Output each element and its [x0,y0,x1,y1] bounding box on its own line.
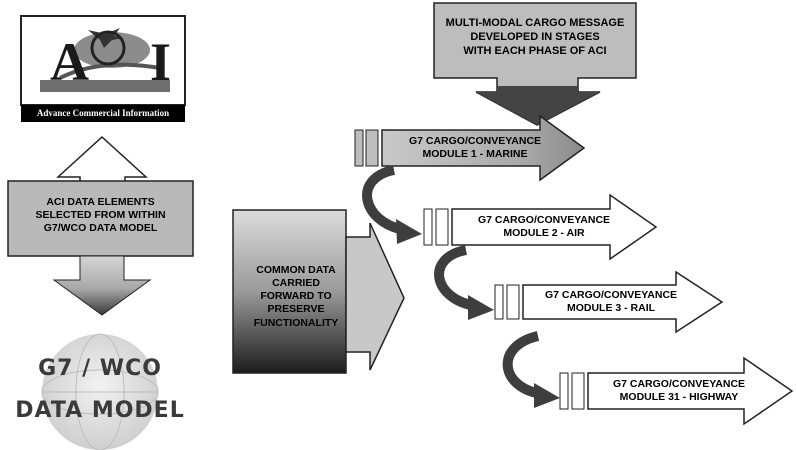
logo-swoosh [59,62,161,80]
module-name: MODULE 3 - RAIL [566,302,656,315]
down-arrow-to-model [52,255,152,316]
message-arrow-dark-tip [476,86,600,125]
module-marine-label: G7 CARGO/CONVEYANCE MODULE 1 - MARINE [384,135,566,161]
module-title: G7 CARGO/CONVEYANCE [544,289,678,301]
module-title: G7 CARGO/CONVEYANCE [477,214,611,226]
logo-letter-i: I [150,32,171,92]
module-rail-label: G7 CARGO/CONVEYANCE MODULE 3 - RAIL [524,289,698,315]
module-name: MODULE 31 - HIGHWAY [619,391,739,404]
message-line: MULTI-MODAL CARGO MESSAGE [445,17,625,29]
message-box-text: MULTI-MODAL CARGO MESSAGE DEVELOPED IN S… [434,17,636,58]
common-line: FUNCTIONALITY [253,316,339,329]
aci-line: G7/WCO DATA MODEL [43,222,158,235]
common-line: FORWARD TO [260,290,332,303]
common-line: PRESERVE [267,303,325,316]
common-line: CARRIED [272,277,320,290]
common-data-arrow [232,209,405,374]
module-marine-arrow [354,114,586,182]
module-name: MODULE 2 - AIR [503,227,585,240]
aci-logo: A I [20,15,186,106]
message-line: WITH EACH PHASE OF ACI [463,44,607,57]
module-rail-arrow [494,270,724,334]
logo-c-ring [90,30,126,66]
message-line: DEVELOPED IN STAGES [470,30,600,43]
aci-box-text: ACI DATA ELEMENTS SELECTED FROM WITHIN G… [8,196,193,235]
curve-arrow-marine-to-air [362,165,422,244]
module-title: G7 CARGO/CONVEYANCE [408,135,542,147]
module-highway-arrow [559,356,794,426]
logo-caption: Advance Commercial Information [21,105,185,122]
curve-arrow-air-to-rail [434,245,494,320]
module-air-label: G7 CARGO/CONVEYANCE MODULE 2 - AIR [454,214,634,240]
module-name: MODULE 1 - MARINE [422,148,528,161]
module-highway-label: G7 CARGO/CONVEYANCE MODULE 31 - HIGHWAY [590,378,768,404]
aci-line: SELECTED FROM WITHIN [35,209,166,222]
logo-letter-a: A [50,32,89,92]
common-box-text: COMMON DATA CARRIED FORWARD TO PRESERVE … [236,264,356,330]
aci-line: ACI DATA ELEMENTS [46,196,155,208]
curve-arrow-rail-to-highway [502,331,560,408]
globe-watermark [41,333,159,450]
data-model-line1: G7 / WCO [38,356,162,381]
logo-vehicles-band [40,80,170,92]
module-title: G7 CARGO/CONVEYANCE [612,378,746,390]
data-model-line2: DATA MODEL [15,398,185,423]
module-air-arrow [423,193,658,261]
common-line: COMMON DATA [256,264,336,276]
